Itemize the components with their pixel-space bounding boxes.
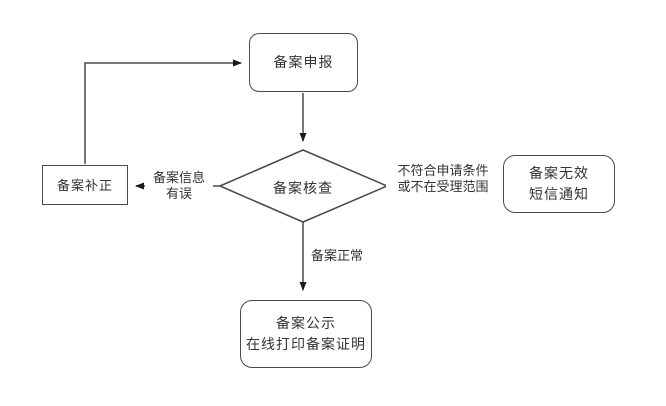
- node-filing-correction: 备案补正: [42, 165, 128, 205]
- node-filing-publicity-line1: 备案公示: [276, 315, 336, 331]
- node-invalid-sms-notice-line2: 短信通知: [529, 186, 589, 202]
- edge-label-not-eligible: 不符合申请条件 或不在受理范围: [386, 162, 500, 196]
- edge-label-info-error-line2: 有误: [165, 186, 192, 201]
- edge-label-filing-normal-text: 备案正常: [311, 248, 364, 263]
- node-filing-verification-label: 备案核查: [273, 180, 333, 196]
- edge-label-not-eligible-line2: 或不在受理范围: [397, 179, 489, 194]
- node-invalid-sms-notice: 备案无效 短信通知: [503, 155, 615, 213]
- connector-correct-to-declare: [84, 59, 242, 164]
- node-filing-verification: 备案核查: [258, 178, 348, 198]
- node-filing-publicity: 备案公示 在线打印备案证明: [240, 300, 372, 368]
- node-filing-publicity-line2: 在线打印备案证明: [246, 336, 366, 352]
- edge-label-filing-normal: 备案正常: [309, 247, 369, 265]
- edge-label-info-error-line1: 备案信息: [152, 170, 205, 185]
- node-filing-declaration: 备案申报: [249, 33, 358, 92]
- edge-label-not-eligible-line1: 不符合申请条件: [397, 163, 489, 178]
- node-filing-declaration-label: 备案申报: [273, 54, 334, 70]
- node-filing-correction-label: 备案补正: [56, 177, 113, 193]
- edge-label-info-error: 备案信息 有误: [145, 169, 213, 203]
- node-invalid-sms-notice-line1: 备案无效: [529, 165, 589, 181]
